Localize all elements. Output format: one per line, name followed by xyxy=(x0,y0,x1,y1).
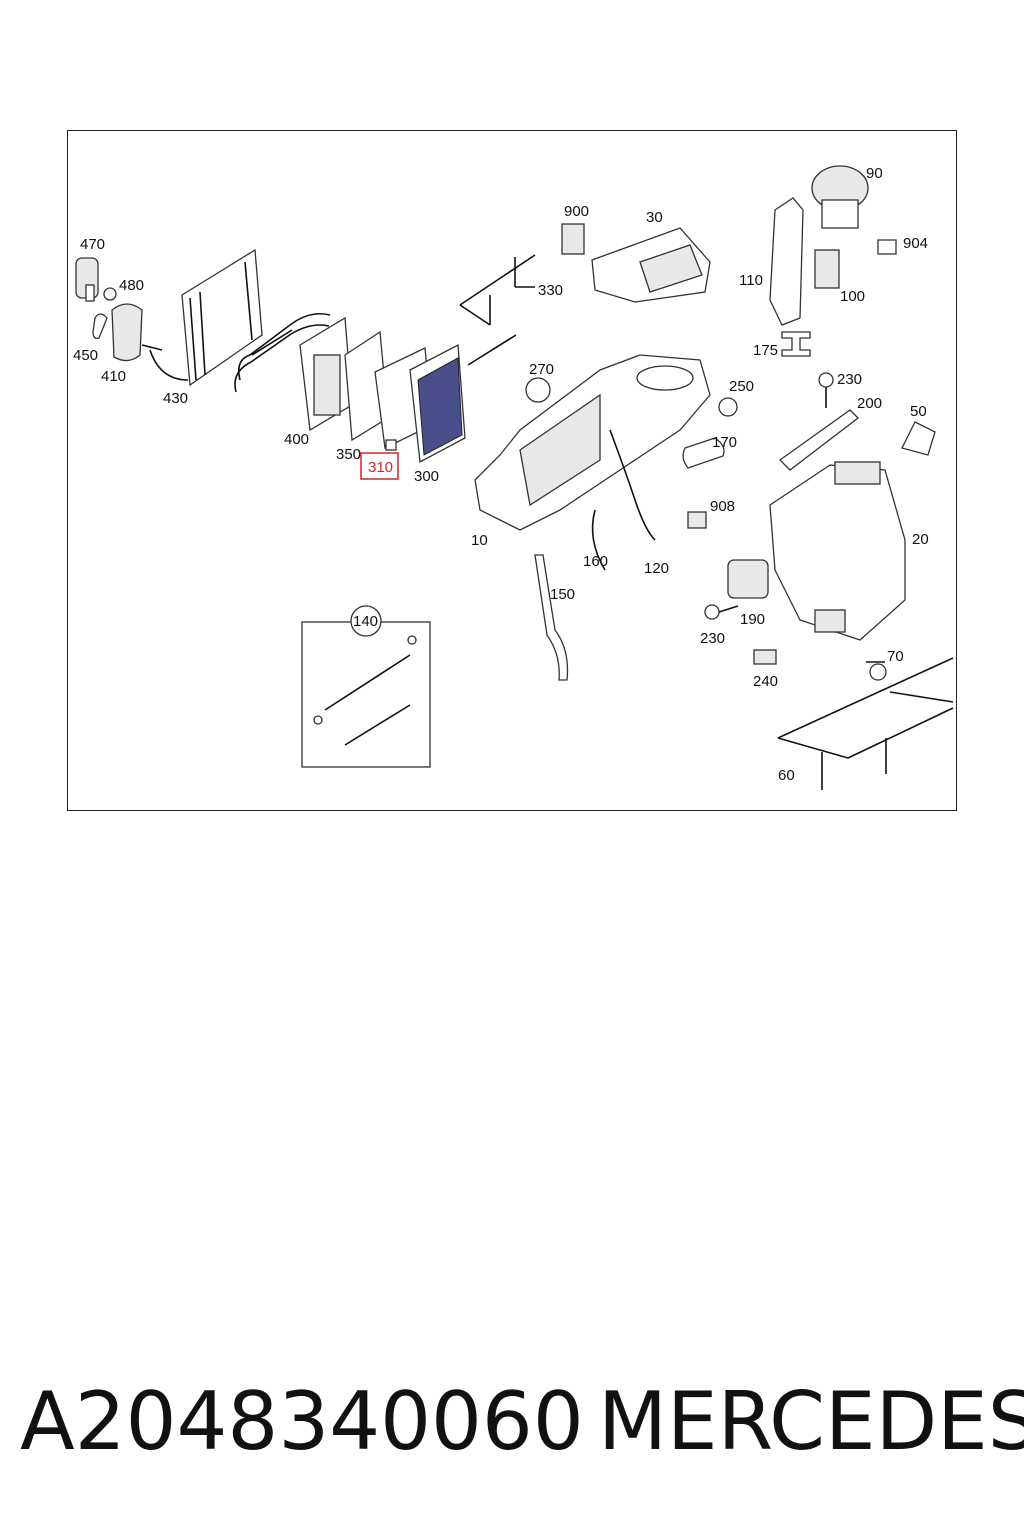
label-50: 50 xyxy=(910,403,927,420)
part-900-clip xyxy=(561,223,585,255)
label-175: 175 xyxy=(753,342,778,359)
label-20: 20 xyxy=(912,531,929,548)
label-270: 270 xyxy=(529,361,554,378)
part-190-actuator xyxy=(727,559,769,599)
label-100: 100 xyxy=(840,288,865,305)
label-170: 170 xyxy=(712,434,737,451)
part-330-reference-lines xyxy=(459,254,536,366)
part-10-main-housing xyxy=(474,354,711,531)
label-350: 350 xyxy=(336,446,361,463)
part-50-flange xyxy=(901,421,936,456)
label-200: 200 xyxy=(857,395,882,412)
part-30-intake-cover xyxy=(591,227,711,303)
part-450-seal xyxy=(92,313,108,340)
label-300: 300 xyxy=(414,468,439,485)
part-250-nut xyxy=(718,397,738,417)
part-400-heater-core xyxy=(299,316,353,432)
label-90: 90 xyxy=(866,165,883,182)
label-250: 250 xyxy=(729,378,754,395)
label-30: 30 xyxy=(646,209,663,226)
part-480-o-ring xyxy=(103,287,117,301)
part-170-duct xyxy=(682,437,725,469)
label-190: 190 xyxy=(740,611,765,628)
label-470: 470 xyxy=(80,236,105,253)
part-100-resistor xyxy=(814,249,840,289)
label-400: 400 xyxy=(284,431,309,448)
part-175-bracket xyxy=(781,331,811,357)
part-number: A2048340060 xyxy=(20,1375,584,1468)
label-140: 140 xyxy=(353,613,378,630)
part-410-cover xyxy=(111,303,163,362)
label-900: 900 xyxy=(564,203,589,220)
part-90-blower-motor xyxy=(811,165,869,229)
part-240-cap xyxy=(753,649,777,665)
part-60-reference-lines xyxy=(777,657,954,790)
part-300-cabin-filter xyxy=(409,343,466,464)
part-200-bracket xyxy=(778,409,859,471)
label-150: 150 xyxy=(550,586,575,603)
label-908: 908 xyxy=(710,498,735,515)
footer: A2048340060 MERCEDES xyxy=(0,1372,1024,1472)
part-160-hose xyxy=(591,509,606,571)
label-410: 410 xyxy=(101,368,126,385)
label-70: 70 xyxy=(887,648,904,665)
part-150-drain-hose xyxy=(534,554,569,681)
part-70-screw xyxy=(866,661,887,681)
label-10: 10 xyxy=(471,532,488,549)
label-430: 430 xyxy=(163,390,188,407)
label-450: 450 xyxy=(73,347,98,364)
part-230-screw-top xyxy=(818,372,834,408)
label-904: 904 xyxy=(903,235,928,252)
diagram-frame xyxy=(67,130,957,811)
label-480: 480 xyxy=(119,277,144,294)
label-230-bottom: 230 xyxy=(700,630,725,647)
label-230-top: 230 xyxy=(837,371,862,388)
label-330: 330 xyxy=(538,282,563,299)
part-140-linkage-box xyxy=(301,605,431,768)
part-20-distribution-housing xyxy=(769,461,906,641)
part-120-wiring xyxy=(609,429,656,541)
refrigerant-pipes xyxy=(234,312,331,393)
label-310: 310 xyxy=(368,459,393,476)
part-230-screw-bottom xyxy=(704,604,739,620)
part-904-label xyxy=(877,239,897,255)
brand-name: MERCEDES xyxy=(598,1375,1024,1468)
label-110: 110 xyxy=(739,272,763,289)
label-240: 240 xyxy=(753,673,778,690)
label-120: 120 xyxy=(644,560,669,577)
part-430-evaporator xyxy=(149,248,263,387)
part-270-grommet xyxy=(525,377,551,403)
label-60: 60 xyxy=(778,767,795,784)
part-908-connector xyxy=(687,511,707,529)
part-110-cover xyxy=(769,197,804,326)
label-160: 160 xyxy=(583,553,608,570)
part-470-expansion-valve xyxy=(75,257,99,302)
highlight-box xyxy=(360,452,399,480)
